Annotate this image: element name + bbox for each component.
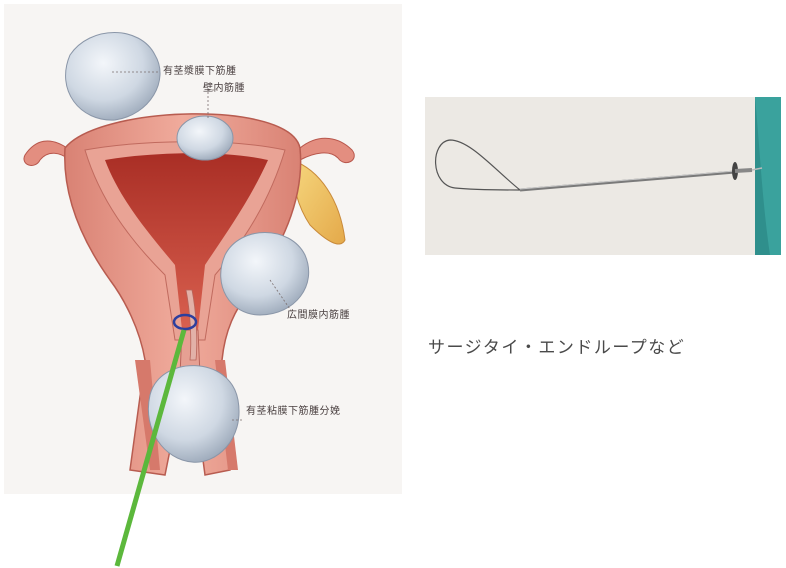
photo-background	[425, 97, 781, 255]
label-intraligamentary: 広間膜内筋腫	[287, 306, 350, 321]
label-pedunculated-subserosal: 有茎漿膜下筋腫	[163, 62, 237, 77]
device-photo	[425, 97, 781, 255]
label-intramural: 壁内筋腫	[203, 79, 245, 94]
intramural-fibroid	[177, 116, 233, 160]
device-caption: サージタイ・エンドループなど	[428, 333, 685, 358]
label-pedunculated-submucosal-delivery: 有茎粘膜下筋腫分娩	[246, 402, 341, 417]
device-handle	[735, 170, 752, 171]
